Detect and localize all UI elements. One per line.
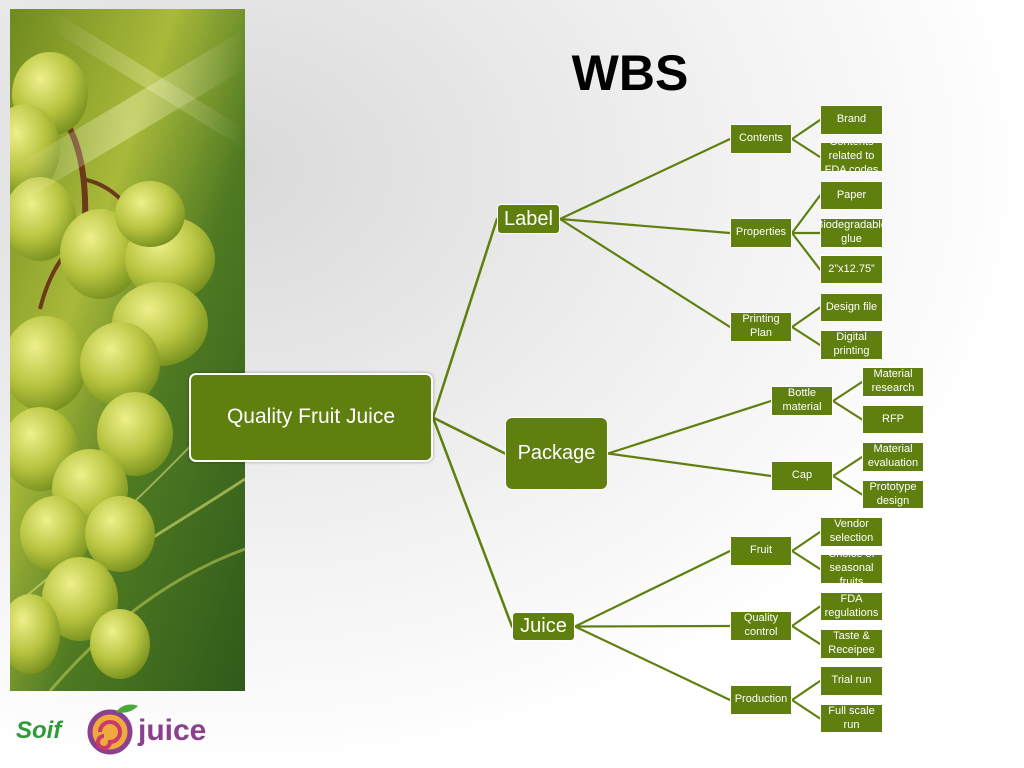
branch-juice: Juice xyxy=(512,612,575,641)
node-bottle-material-connector xyxy=(606,399,773,455)
node-bottle-material: Bottle material xyxy=(771,386,833,416)
leaf-biodegradable-glue-label: Biodegradable glue xyxy=(821,219,882,245)
leaf-trial-run-label: Trial run xyxy=(831,674,872,687)
leaf-taste-receipee-connector xyxy=(790,624,822,646)
logo-word-left: Soif xyxy=(16,717,63,744)
leaf-paper-label: Paper xyxy=(836,188,867,201)
branch-label-label: Label xyxy=(504,207,553,230)
node-printing-plan-connector xyxy=(558,217,732,329)
leaf-taste-receipee: Taste & Receipee xyxy=(820,629,883,659)
leaf-full-scale-run-label: Full scale run xyxy=(828,704,875,731)
leaf-material-research-connector xyxy=(831,380,864,403)
leaf-prototype-design: Prototype design xyxy=(862,480,924,509)
leaf-full-scale-run: Full scale run xyxy=(820,704,883,733)
node-contents-connector xyxy=(558,137,732,221)
branch-juice-connector xyxy=(431,416,514,628)
leaf-choice-of-seasonal-fruits-label: Choice of seasonal fruits xyxy=(828,554,875,584)
node-production-connector xyxy=(573,625,732,702)
leaf-digital-printing-connector xyxy=(790,325,822,347)
branch-package-connector xyxy=(431,416,507,455)
root-node: Quality Fruit Juice xyxy=(189,373,433,462)
node-properties: Properties xyxy=(730,218,792,248)
node-bottle-material-label: Bottle material xyxy=(782,387,822,413)
leaf-vendor-selection: Vendor selection xyxy=(820,517,883,547)
leaf-digital-printing: Digital printing xyxy=(820,330,883,360)
node-quality-control: Quality control xyxy=(730,611,792,641)
leaf-prototype-design-connector xyxy=(831,474,864,496)
root-node-label: Quality Fruit Juice xyxy=(226,405,396,429)
leaf-vendor-selection-connector xyxy=(790,530,822,553)
leaf-brand-connector xyxy=(790,118,822,141)
node-quality-control-label: Quality control xyxy=(743,612,779,638)
node-quality-control-connector xyxy=(573,624,732,628)
node-cap-label: Cap xyxy=(791,469,813,482)
node-production: Production xyxy=(730,685,792,715)
leaf-material-evaluation-connector xyxy=(831,455,864,478)
branch-juice-label: Juice xyxy=(520,615,567,637)
node-properties-label: Properties xyxy=(735,226,787,239)
leaf-contents-related-to-fda-codes: Contents related to FDA codes xyxy=(820,142,883,172)
node-fruit: Fruit xyxy=(730,536,792,566)
leaf-material-research-label: Material research xyxy=(871,368,915,394)
leaf-2-x12-75: 2”x12.75” xyxy=(820,255,883,284)
leaf-2-x12-75-connector xyxy=(790,231,822,271)
node-fruit-label: Fruit xyxy=(750,544,772,557)
leaf-biodegradable-glue: Biodegradable glue xyxy=(820,218,883,248)
leaf-brand: Brand xyxy=(820,105,883,135)
leaf-trial-run: Trial run xyxy=(820,666,883,696)
leaf-rfp: RFP xyxy=(862,405,924,434)
node-contents: Contents xyxy=(730,124,792,154)
leaf-rfp-label: RFP xyxy=(882,412,904,425)
leaf-choice-of-seasonal-fruits: Choice of seasonal fruits xyxy=(820,554,883,584)
leaf-paper-connector xyxy=(790,194,822,235)
leaf-fda-regulations: FDA regulations xyxy=(820,592,883,621)
leaf-prototype-design-label: Prototype design xyxy=(869,480,917,507)
leaf-paper: Paper xyxy=(820,181,883,210)
branch-package-label: Package xyxy=(517,442,596,464)
leaf-design-file: Design file xyxy=(820,293,883,322)
leaf-rfp-connector xyxy=(831,399,864,421)
node-printing-plan: Printing Plan xyxy=(730,312,792,342)
leaf-material-evaluation: Material evaluation xyxy=(862,442,924,472)
leaf-fda-regulations-connector xyxy=(790,605,822,628)
node-cap-connector xyxy=(606,452,773,478)
fruit-swirl-logo-icon xyxy=(87,704,138,755)
branch-package: Package xyxy=(505,417,608,490)
branch-label-connector xyxy=(431,217,499,419)
leaf-digital-printing-label: Digital printing xyxy=(833,331,870,357)
node-cap: Cap xyxy=(771,461,833,491)
leaf-trial-run-connector xyxy=(790,679,822,702)
leaf-contents-related-to-fda-codes-label: Contents related to FDA codes xyxy=(824,142,879,172)
branch-label: Label xyxy=(497,204,560,234)
leaf-material-research: Material research xyxy=(862,367,924,397)
soif-juice-logo: Soif juice xyxy=(14,700,234,758)
leaf-full-scale-run-connector xyxy=(790,698,822,720)
leaf-taste-receipee-label: Taste & Receipee xyxy=(828,630,875,656)
leaf-design-file-connector xyxy=(790,306,822,329)
logo-word-right: juice xyxy=(137,714,206,747)
node-contents-label: Contents xyxy=(738,132,784,145)
leaf-vendor-selection-label: Vendor selection xyxy=(829,518,874,544)
slide-title: WBS xyxy=(571,45,689,101)
leaf-material-evaluation-label: Material evaluation xyxy=(867,443,919,469)
leaf-2-x12-75-label: 2”x12.75” xyxy=(828,262,875,275)
node-properties-connector xyxy=(558,217,732,235)
leaf-choice-of-seasonal-fruits-connector xyxy=(790,549,822,571)
node-fruit-connector xyxy=(573,549,732,628)
leaf-design-file-label: Design file xyxy=(825,300,878,313)
leaf-fda-regulations-label: FDA regulations xyxy=(824,592,879,619)
leaf-brand-label: Brand xyxy=(836,113,867,126)
leaf-contents-related-to-fda-codes-connector xyxy=(790,137,822,159)
node-printing-plan-label: Printing Plan xyxy=(742,313,780,339)
node-production-label: Production xyxy=(734,693,788,706)
grapes-image xyxy=(10,9,245,691)
